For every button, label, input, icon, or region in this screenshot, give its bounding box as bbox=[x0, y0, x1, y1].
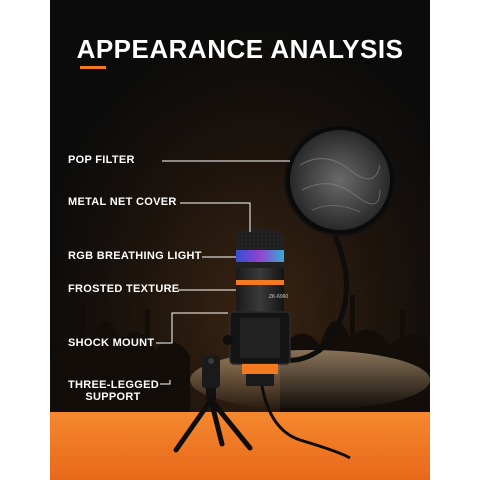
gooseneck-arm bbox=[285, 234, 349, 363]
label-three-legged-line1: THREE-LEGGED bbox=[68, 379, 159, 391]
label-pop-filter: POP FILTER bbox=[68, 154, 135, 166]
shock-mount bbox=[223, 311, 291, 365]
label-metal-net-cover: METAL NET COVER bbox=[68, 196, 177, 208]
product-image-canvas: APPEARANCE ANALYSIS bbox=[50, 0, 430, 480]
rgb-light-band bbox=[236, 250, 284, 262]
orange-floor bbox=[50, 412, 430, 480]
mic-head bbox=[236, 228, 284, 268]
title-accent-underline bbox=[80, 66, 106, 69]
callout-lines bbox=[156, 160, 290, 385]
mic-body bbox=[236, 268, 284, 312]
orange-ring-bottom bbox=[242, 364, 278, 374]
orange-ring-top bbox=[236, 280, 284, 285]
pop-filter bbox=[284, 124, 396, 236]
usb-cable bbox=[260, 385, 351, 460]
label-three-legged-line2: SUPPORT bbox=[85, 391, 141, 403]
stage-background bbox=[50, 0, 430, 480]
label-shock-mount: SHOCK MOUNT bbox=[68, 337, 155, 349]
mic-model-text: ZK-6960 bbox=[269, 294, 288, 300]
label-frosted-texture: FROSTED TEXTURE bbox=[68, 283, 180, 295]
page-title: APPEARANCE ANALYSIS bbox=[76, 34, 404, 64]
label-rgb-breathing-light: RGB BREATHING LIGHT bbox=[68, 250, 202, 262]
label-three-legged-support: THREE-LEGGED SUPPORT bbox=[68, 379, 159, 403]
microphone-illustration: ZK-6960 bbox=[156, 124, 396, 460]
tripod bbox=[173, 356, 253, 453]
